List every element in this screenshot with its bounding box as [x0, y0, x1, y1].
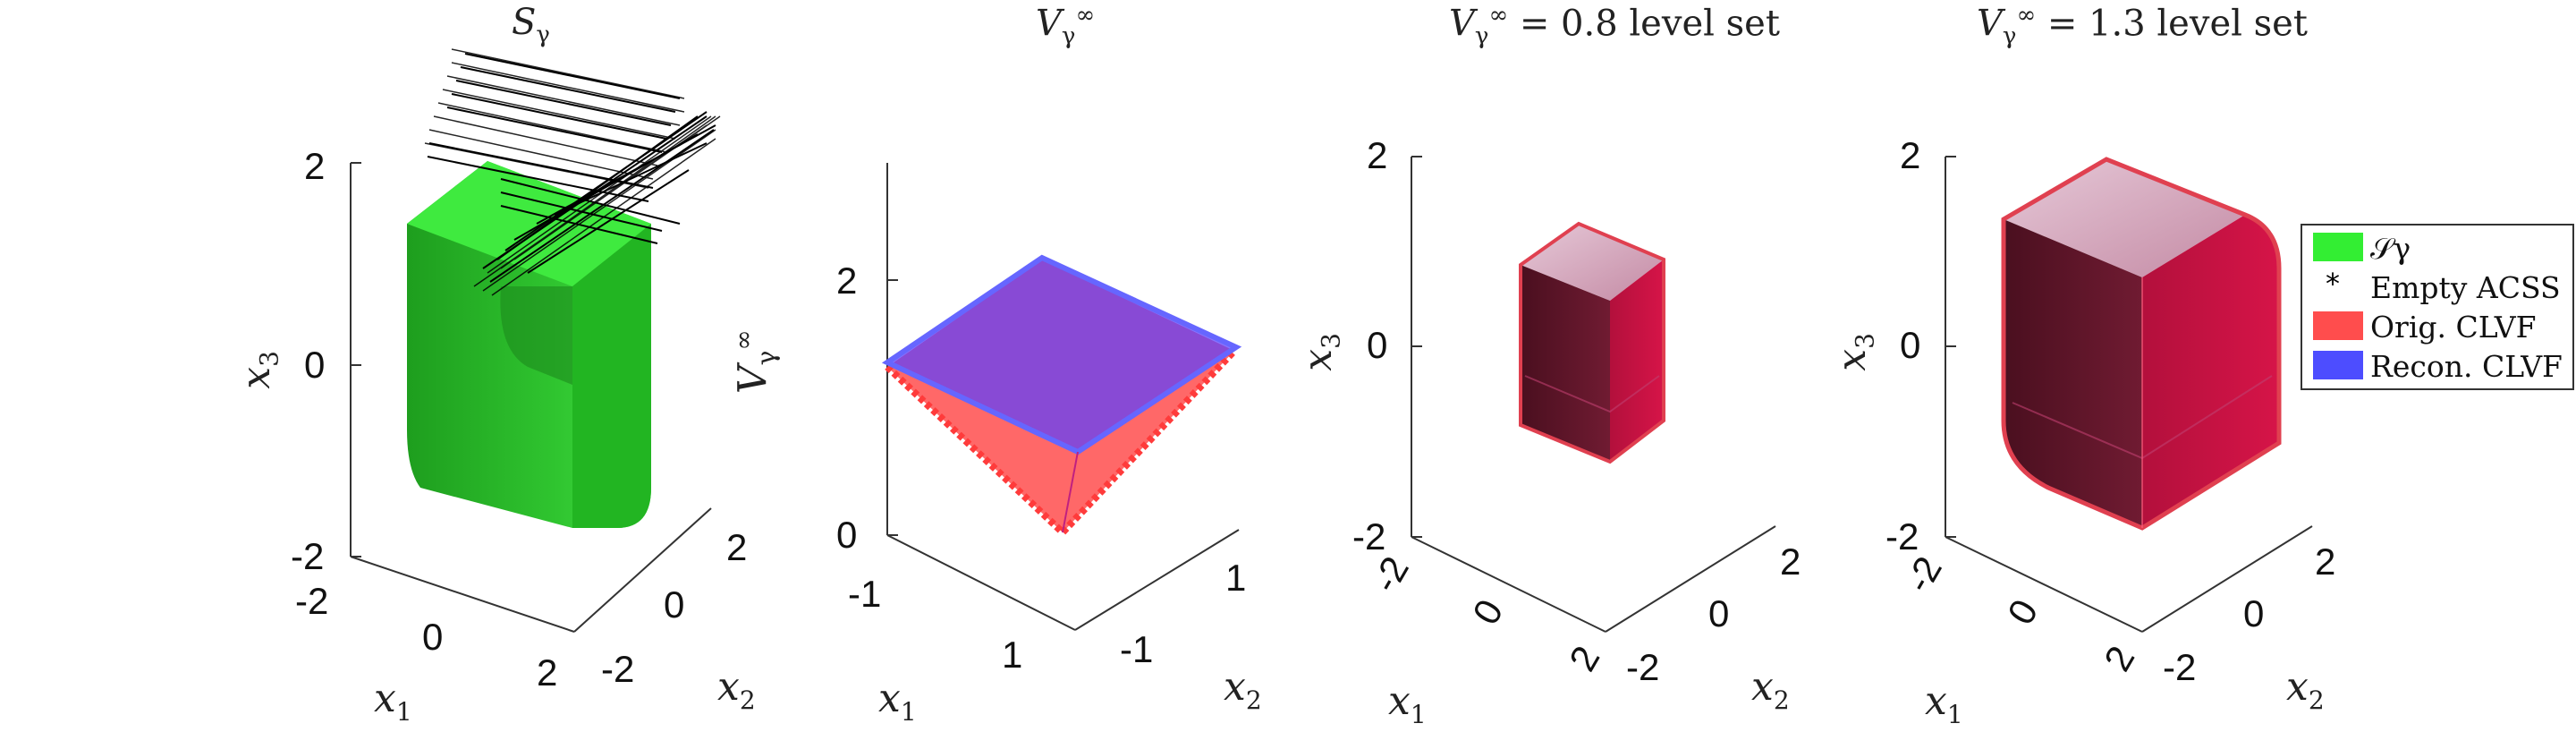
- panel3-x1-label: x1: [1388, 678, 1427, 729]
- panel4-x2-label: x2: [2286, 664, 2325, 715]
- panel2-x2tick: -1: [1120, 628, 1154, 670]
- legend-label: Recon. CLVF: [2370, 349, 2563, 384]
- panel2-x1-label: x1: [878, 676, 917, 727]
- panel1-x2-label: x2: [717, 664, 756, 715]
- panel3-level-set: [1519, 221, 1665, 464]
- panel2-x2-label: x2: [1224, 664, 1262, 715]
- panel3-x2tick: 2: [1780, 540, 1801, 583]
- panel1-x1-label: x1: [374, 676, 412, 727]
- legend-item-empty-acss: * Empty ACSS: [2309, 267, 2569, 305]
- panel1-x2tick: -2: [601, 648, 635, 690]
- panel1-star-texture: [424, 48, 721, 296]
- panel4-ztick: 0: [1900, 324, 1921, 366]
- panel2-axes: [886, 163, 1240, 631]
- panel2-v-label: Vγ∞: [728, 329, 782, 395]
- legend-swatch-blue: [2313, 351, 2363, 379]
- legend-swatch-green: [2313, 233, 2363, 261]
- panel3-x2tick: 0: [1708, 592, 1730, 634]
- legend: 𝒮γ * Empty ACSS Orig. CLVF Recon. CLVF: [2301, 224, 2574, 390]
- panel3-ztick: 0: [1367, 324, 1388, 366]
- legend-label: Empty ACSS: [2370, 270, 2561, 305]
- panel4-title: Vγ∞ = 1.3 level set: [1977, 2, 2308, 50]
- legend-item-safe-set: 𝒮γ: [2309, 229, 2569, 266]
- panel4-x3-label: x3: [1828, 333, 1880, 371]
- panel2-recon-clvf-surface: [881, 254, 1242, 533]
- panel4-level-set: [2001, 157, 2282, 531]
- panel4-x2tick: 0: [2243, 592, 2265, 634]
- panel4-axes: [1945, 156, 2313, 633]
- panel3-x3-label: x3: [1294, 333, 1346, 371]
- panel1-x1tick: -2: [295, 580, 329, 622]
- panel4-ztick: -2: [1885, 515, 1919, 558]
- panel3-ztick: 2: [1367, 134, 1388, 176]
- panel2-x2tick: 1: [1225, 557, 1247, 599]
- panel1-ztick: -2: [291, 535, 325, 577]
- panel4-x2tick: 2: [2315, 540, 2336, 583]
- panel2-ztick: 2: [836, 260, 858, 302]
- panel3-x2tick: -2: [1626, 646, 1660, 688]
- panel2-x1tick: 1: [1002, 634, 1023, 676]
- panel4-x1-label: x1: [1925, 678, 1963, 729]
- panel3-axes: [1411, 156, 1776, 633]
- panel1-ztick: 2: [304, 145, 326, 187]
- panel2-title: Vγ∞: [1036, 2, 1096, 50]
- legend-label: 𝒮γ: [2370, 231, 2411, 266]
- panel1-x3-label: x3: [233, 351, 284, 389]
- panel3-title: Vγ∞ = 0.8 level set: [1449, 2, 1780, 50]
- legend-item-orig-clvf: Orig. CLVF: [2309, 308, 2569, 345]
- panel1-title: Sγ: [512, 2, 550, 48]
- panel1-axes: [350, 162, 712, 633]
- legend-label: Orig. CLVF: [2370, 310, 2537, 345]
- panel3-x2-label: x2: [1751, 664, 1790, 715]
- panel2-x1tick: -1: [848, 573, 882, 615]
- panel1-ztick: 0: [304, 344, 326, 386]
- panel1-x1tick: 0: [422, 616, 444, 658]
- panel4-x2tick: -2: [2163, 646, 2197, 688]
- panel4-ztick: 2: [1900, 134, 1921, 176]
- legend-swatch-red: [2313, 311, 2363, 340]
- panel1-x1tick: 2: [537, 651, 558, 694]
- panel2-ztick: 0: [836, 514, 858, 556]
- legend-item-recon-clvf: Recon. CLVF: [2309, 347, 2569, 384]
- panel1-safe-set: [407, 161, 651, 528]
- panel1-x2tick: 0: [664, 583, 685, 626]
- panel1-x2tick: 2: [726, 526, 748, 568]
- panel3-ztick: -2: [1352, 515, 1386, 558]
- asterisk-marker-icon: *: [2326, 267, 2340, 301]
